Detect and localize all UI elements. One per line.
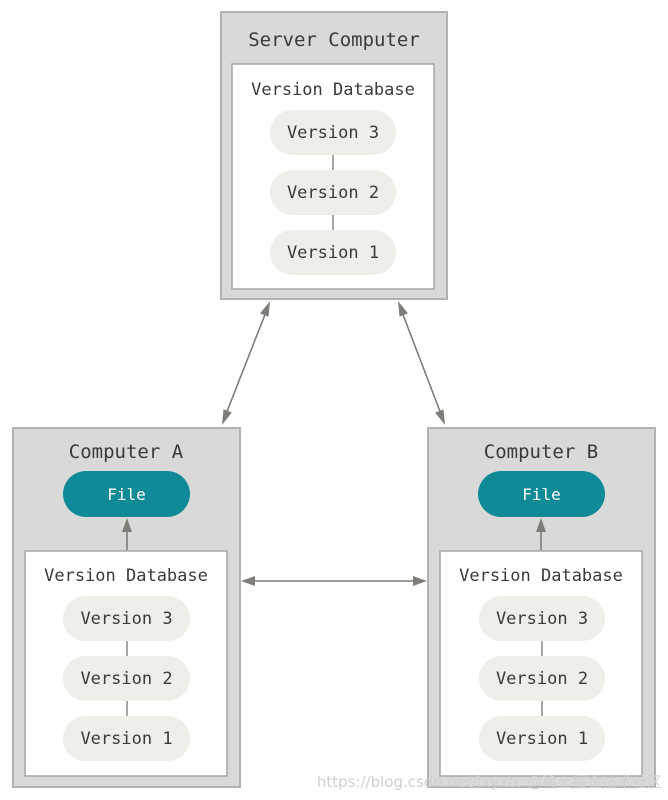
server-title: Server Computer — [248, 29, 420, 51]
computer-b-version-3-label: Version 3 — [496, 609, 588, 629]
computer-b-checkout-arrowhead — [536, 518, 546, 532]
server-version-1-label: Version 1 — [287, 243, 379, 263]
computer-b-database-label: Version Database — [459, 566, 623, 586]
server-version-3-label: Version 3 — [287, 123, 379, 143]
computer-b-version-1-pill — [479, 716, 605, 761]
computer-b-version-2-label: Version 2 — [496, 669, 588, 689]
watermark-text: https://blog.csdn.net/lxyxtc @稀土掘金技术社区 — [317, 773, 662, 791]
computer-a-file-pill — [63, 471, 190, 517]
computer-a-version-2-label: Version 2 — [80, 669, 172, 689]
computer-a-file-label: File — [107, 485, 146, 504]
computer-a-database-label: Version Database — [44, 566, 208, 586]
computer-b-version-3-pill — [479, 596, 605, 641]
server-version-3-pill — [270, 110, 396, 155]
computer-b-version-2-pill — [479, 656, 605, 701]
server-to-computer-b-arrow — [398, 301, 445, 425]
computer-a: Computer A File Version Database Version… — [12, 427, 241, 788]
computer-b: Computer B File Version Database Version… — [427, 427, 656, 788]
computer-a-checkout-arrowhead — [122, 518, 132, 532]
computer-b-file-pill — [478, 471, 605, 517]
server-to-computer-a-arrow — [222, 301, 270, 425]
computer-b-version-1-label: Version 1 — [496, 729, 588, 749]
computer-a-title: Computer A — [69, 441, 184, 463]
computer-a-version-3-label: Version 3 — [80, 609, 172, 629]
computer-a-version-1-label: Version 1 — [80, 729, 172, 749]
server-version-2-label: Version 2 — [287, 183, 379, 203]
computer-b-file-label: File — [522, 485, 561, 504]
computer-a-version-3-pill — [63, 596, 190, 641]
server-a-arrowhead-top — [260, 301, 270, 317]
server-b-arrowhead-bottom — [435, 409, 445, 425]
a-b-arrowhead-right — [413, 576, 427, 586]
computer-b-title: Computer B — [484, 441, 598, 463]
server-version-1-pill — [270, 230, 396, 275]
server-b-arrowhead-top — [398, 301, 408, 317]
server-version-2-pill — [270, 170, 396, 215]
a-b-arrowhead-left — [241, 576, 255, 586]
server-a-arrowhead-bottom — [222, 409, 232, 425]
server-computer: Server Computer Version Database Version… — [220, 11, 448, 300]
computer-a-version-1-pill — [63, 716, 190, 761]
server-database-label: Version Database — [251, 80, 415, 100]
computer-a-version-2-pill — [63, 656, 190, 701]
computer-a-to-computer-b-arrow — [241, 576, 427, 586]
